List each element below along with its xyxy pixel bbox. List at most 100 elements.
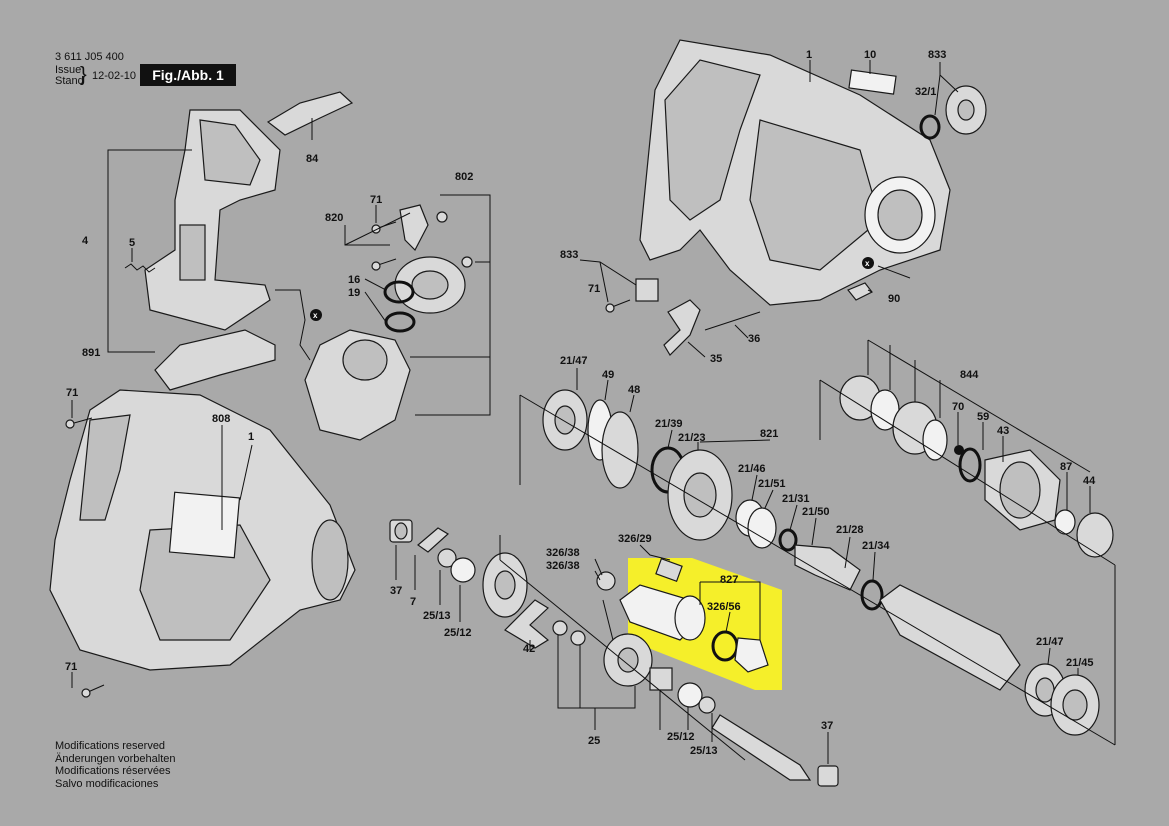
callout-4: 4 <box>82 235 89 247</box>
callout-25: 25 <box>588 735 600 747</box>
ring-21-51 <box>747 507 777 549</box>
callout-833-mid: 833 <box>560 249 578 261</box>
screw-71-mid <box>371 221 397 234</box>
screw-71-833 <box>605 299 631 313</box>
callout-42: 42 <box>523 643 535 655</box>
oring-32-1 <box>919 114 941 140</box>
part-84 <box>266 91 354 136</box>
sleeve-21-50 <box>794 544 861 591</box>
oring-16 <box>383 280 415 304</box>
callout-21-31: 21/31 <box>782 493 810 505</box>
callout-808: 808 <box>212 413 230 425</box>
spring-block <box>649 667 673 691</box>
callout-21-51: 21/51 <box>758 478 786 490</box>
callout-59: 59 <box>977 411 989 423</box>
bearing-37-left <box>389 519 413 543</box>
callout-891: 891 <box>82 347 100 359</box>
bearing-37-bot <box>817 765 839 787</box>
pin-36 <box>704 311 761 331</box>
callout-802: 802 <box>455 171 473 183</box>
washer-25-13 <box>437 548 457 568</box>
callout-326-38a: 326/38 <box>546 547 580 559</box>
screw-71-left <box>65 417 93 429</box>
callout-70: 70 <box>952 401 964 413</box>
gear-21-23 <box>667 449 733 541</box>
part-90 <box>847 282 873 301</box>
issue-date: 12-02-10 <box>92 70 137 82</box>
part-25 <box>603 633 653 687</box>
part-35 <box>663 299 701 356</box>
housing-left <box>49 389 356 671</box>
callout-21-46: 21/46 <box>738 463 766 475</box>
brace: } <box>80 64 87 86</box>
washer-25-12 <box>450 557 476 583</box>
oring-19 <box>384 311 416 333</box>
callout-1-left: 1 <box>248 431 254 443</box>
doc-number: 3 611 J05 400 <box>55 51 124 63</box>
callout-21-50: 21/50 <box>802 506 830 518</box>
stand-label: Stand <box>55 75 84 87</box>
note-es: Salvo modificaciones <box>55 777 159 790</box>
chuck-43 <box>984 449 1061 531</box>
callout-44: 44 <box>1083 475 1096 487</box>
callout-21-47-bot: 21/47 <box>1036 636 1064 648</box>
washer-25-13b <box>698 696 716 714</box>
part-833-mid <box>635 278 659 302</box>
callout-25-12-bot: 25/12 <box>667 731 695 743</box>
spindle-21-28 <box>879 584 1021 691</box>
callout-10: 10 <box>864 49 876 61</box>
marker-x-left: x <box>310 309 322 321</box>
callout-48: 48 <box>628 384 640 396</box>
oring-21-34 <box>860 579 884 611</box>
plate-891 <box>154 329 276 391</box>
lever <box>602 599 614 641</box>
switch-module-4 <box>144 109 281 331</box>
note-de: Änderungen vorbehalten <box>55 752 176 765</box>
callout-844: 844 <box>960 369 979 381</box>
bearing-21-45 <box>1050 674 1100 736</box>
callout-25-13-bot: 25/13 <box>690 745 718 757</box>
callout-5: 5 <box>129 237 135 249</box>
callout-71-833: 71 <box>588 283 600 295</box>
callout-326-56: 326/56 <box>707 601 741 613</box>
callout-labels: 1 10 833 32/1 84 4 5 891 802 71 820 16 1… <box>65 49 1096 757</box>
wire <box>275 289 311 361</box>
cap-44 <box>1076 512 1114 558</box>
spring-5 <box>124 263 156 273</box>
screw-71-bottom <box>81 684 105 698</box>
callout-21-39: 21/39 <box>655 418 683 430</box>
callout-84: 84 <box>306 153 319 165</box>
callout-35: 35 <box>710 353 722 365</box>
shaft <box>711 714 812 781</box>
part-833-top <box>945 85 987 135</box>
callout-25-12-left: 25/12 <box>444 627 472 639</box>
callout-71-left: 71 <box>66 387 78 399</box>
oring-59 <box>958 447 982 483</box>
part-7 <box>417 527 450 553</box>
housing-right <box>639 39 951 306</box>
callout-37-left: 37 <box>390 585 402 597</box>
motor <box>304 329 411 441</box>
callout-820: 820 <box>325 212 343 224</box>
callout-37-bot: 37 <box>821 720 833 732</box>
note-en: Modifications reserved <box>55 740 166 752</box>
x-marker-icon-2: x <box>313 311 318 320</box>
nut-802a <box>436 211 448 223</box>
callout-821: 821 <box>760 428 778 440</box>
group-827 <box>619 584 769 673</box>
figure-label: Fig./Abb. 1 <box>140 64 236 86</box>
note-fr: Modifications réservées <box>55 765 171 777</box>
callout-43: 43 <box>997 425 1009 437</box>
callout-1-top: 1 <box>806 49 812 61</box>
issue-label: Issue <box>55 64 82 76</box>
washer-a <box>552 620 568 636</box>
bearing-21-47-top <box>542 389 588 451</box>
label-plate <box>848 69 897 95</box>
callout-326-38b: 326/38 <box>546 560 580 572</box>
callout-87: 87 <box>1060 461 1072 473</box>
callout-25-13-left: 25/13 <box>423 610 451 622</box>
brush-holder-820 <box>394 204 466 314</box>
x-marker-icon: x <box>865 259 870 268</box>
